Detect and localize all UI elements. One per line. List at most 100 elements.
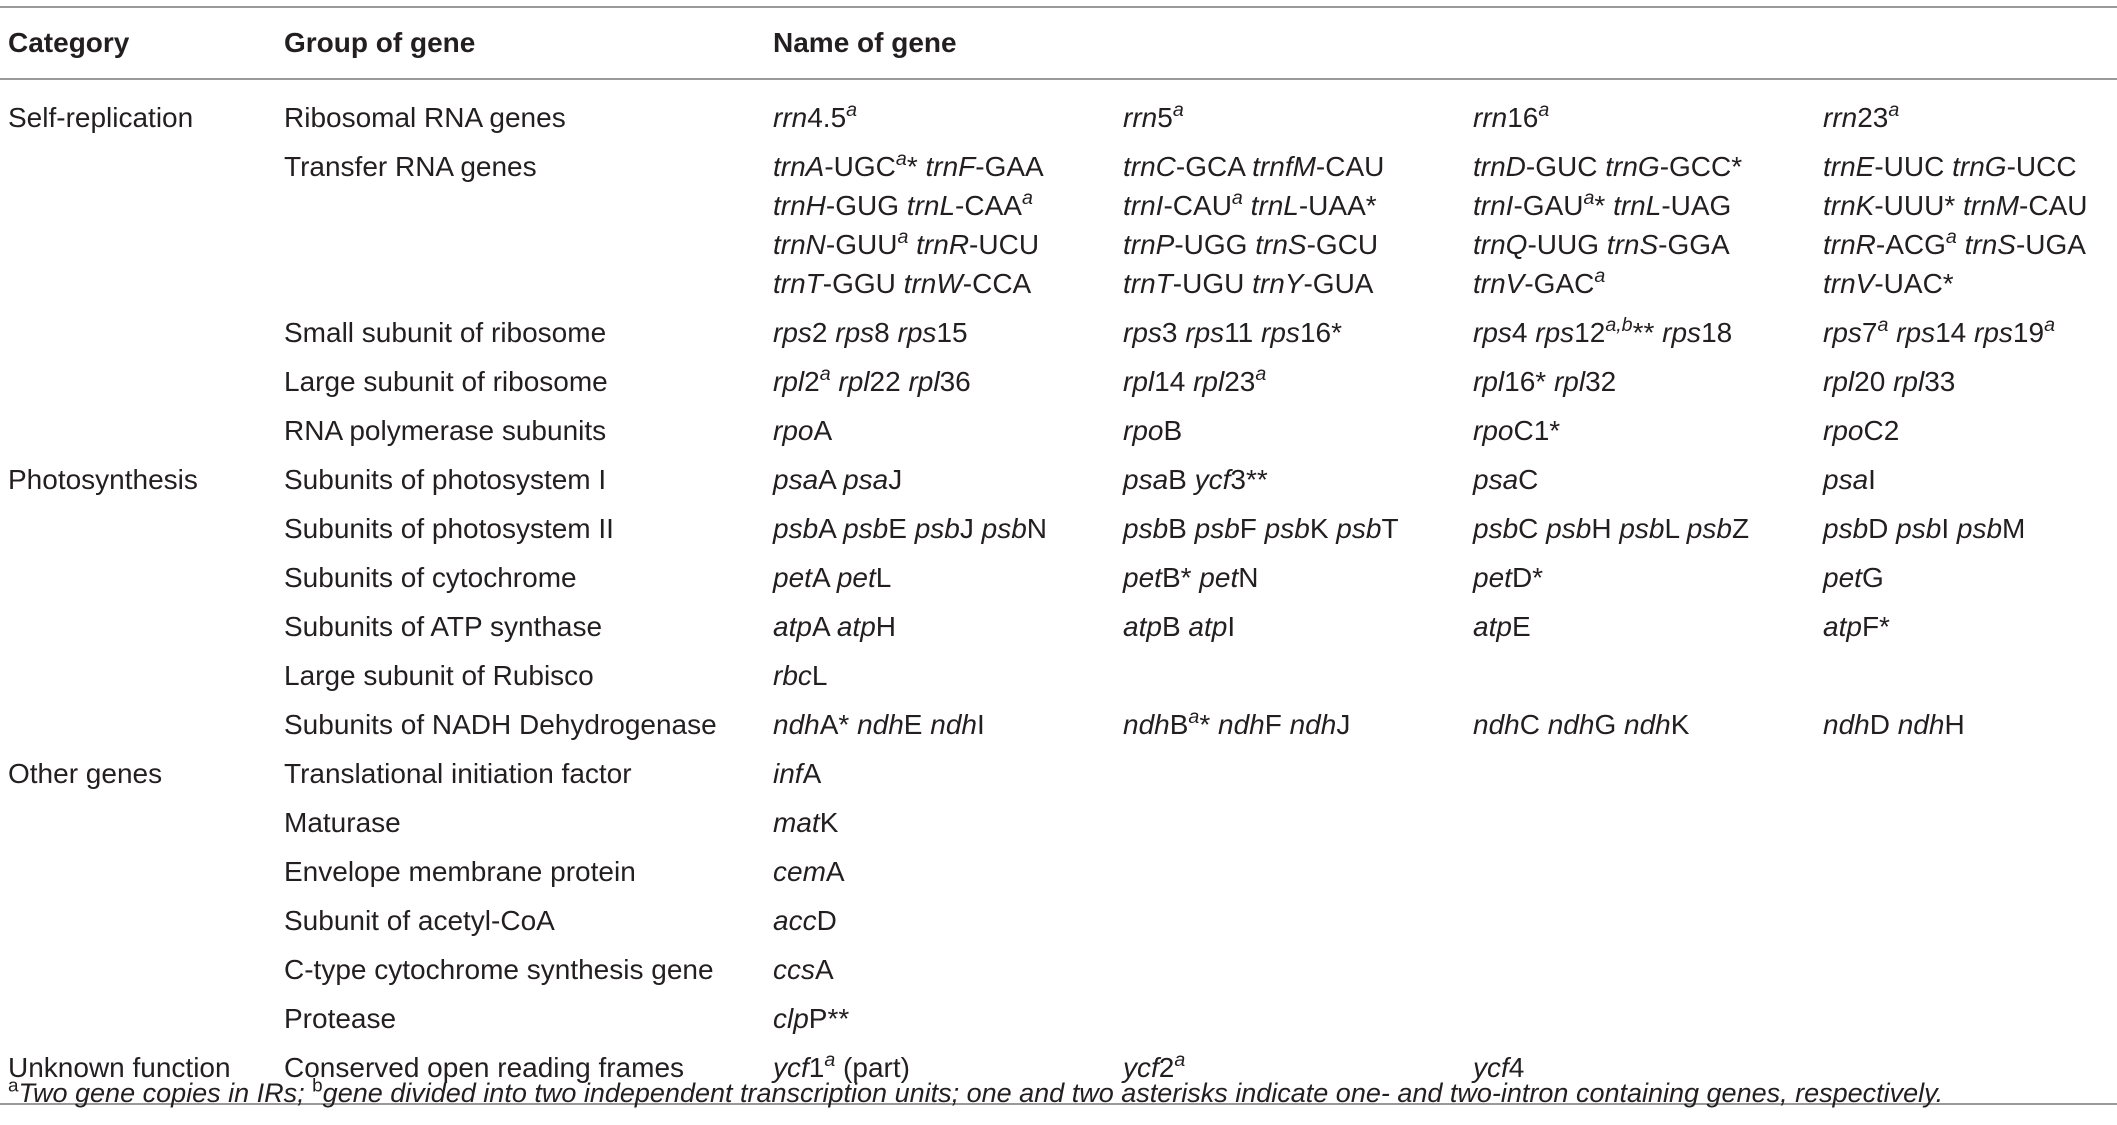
gene-cell: ccsA — [765, 942, 1115, 991]
gene-suffix: -GGA — [1658, 229, 1730, 260]
gene-cell: rrn16a — [1465, 79, 1815, 139]
gene-cell: petD* — [1465, 550, 1815, 599]
gene-suffix: F — [1264, 709, 1290, 740]
gene-prefix: atp — [773, 611, 812, 642]
gene-prefix: rpo — [773, 415, 814, 446]
gene-suffix: 32 — [1585, 366, 1617, 397]
footnote-mark-b: b — [312, 1075, 323, 1097]
gene-suffix: E — [903, 709, 931, 740]
gene-cell: rrn23a — [1815, 79, 2117, 139]
gene-line: trnV-GACa — [1473, 264, 1815, 303]
gene-line: psaA psaJ — [773, 460, 1115, 499]
gene-cell: rpoB — [1115, 403, 1465, 452]
gene-suffix: * — [1594, 190, 1614, 221]
group-cell: Large subunit of Rubisco — [284, 660, 594, 691]
gene-prefix: pet — [836, 562, 876, 593]
gene-suffix: D — [1869, 709, 1898, 740]
gene-suffix: 14 — [1154, 366, 1194, 397]
gene-line: rrn16a — [1473, 98, 1815, 137]
gene-suffix: M — [2002, 513, 2026, 544]
gene-suffix — [908, 229, 916, 260]
gene-prefix: trnQ — [1473, 229, 1528, 260]
group-cell: Transfer RNA genes — [284, 151, 537, 182]
gene-prefix: trnG — [1952, 151, 2007, 182]
gene-prefix: acc — [773, 905, 817, 936]
gene-cell: psaA psaJ — [765, 452, 1115, 501]
gene-superscript: a — [1945, 226, 1957, 249]
category-cell: Self-replication — [8, 102, 194, 133]
gene-line: psaC — [1473, 460, 1815, 499]
gene-suffix — [1888, 317, 1896, 348]
gene-suffix: -UGC — [824, 151, 896, 182]
group-cell: C-type cytochrome synthesis gene — [284, 954, 714, 985]
gene-line: petA petL — [773, 558, 1115, 597]
gene-suffix: 4 — [1511, 317, 1536, 348]
gene-suffix: -UAC* — [1874, 268, 1954, 299]
gene-prefix: rpl — [1823, 366, 1855, 397]
gene-line: atpB atpI — [1123, 607, 1465, 646]
gene-prefix: trnM — [1963, 190, 2020, 221]
gene-cell: petG — [1815, 550, 2117, 599]
gene-suffix: C — [1518, 513, 1547, 544]
gene-superscript: a,b — [1605, 314, 1633, 337]
gene-prefix: trnS — [1606, 229, 1659, 260]
gene-prefix: ndh — [1823, 709, 1870, 740]
gene-line: atpA atpH — [773, 607, 1115, 646]
gene-line: rpoA — [773, 411, 1115, 450]
gene-suffix: K — [819, 807, 839, 838]
gene-prefix: psb — [1194, 513, 1240, 544]
gene-prefix: trnV — [1823, 268, 1875, 299]
gene-superscript: a — [1188, 706, 1200, 729]
gene-suffix: F* — [1861, 611, 1890, 642]
gene-superscript: a — [1174, 1049, 1186, 1072]
gene-cell — [1815, 893, 2117, 942]
gene-prefix: trnL — [1613, 190, 1662, 221]
gene-prefix: atp — [1823, 611, 1862, 642]
category-cell — [0, 942, 276, 991]
gene-prefix: psb — [1546, 513, 1592, 544]
gene-prefix: rpo — [1473, 415, 1514, 446]
gene-prefix: rpl — [1123, 366, 1155, 397]
gene-cell: psaB ycf3** — [1115, 452, 1465, 501]
gene-prefix: clp — [773, 1003, 809, 1034]
gene-suffix — [1957, 229, 1965, 260]
gene-prefix: trnT — [773, 268, 823, 299]
gene-cell: atpE — [1465, 599, 1815, 648]
gene-suffix: 16 — [1507, 102, 1539, 133]
gene-prefix: psa — [1823, 464, 1869, 495]
gene-suffix: 2 — [811, 317, 836, 348]
gene-prefix: pet — [1123, 562, 1162, 593]
gene-suffix: -GAA — [975, 151, 1044, 182]
gene-suffix: -GCA — [1175, 151, 1253, 182]
gene-line: trnQ-UUG trnS-GGA — [1473, 225, 1815, 264]
gene-superscript: a — [1888, 99, 1900, 122]
gene-line: rps2 rps8 rps15 — [773, 313, 1115, 352]
gene-line: rpoC1* — [1473, 411, 1815, 450]
gene-prefix: trnT — [1123, 268, 1173, 299]
gene-prefix: psb — [843, 513, 889, 544]
gene-cell — [1115, 844, 1465, 893]
gene-cell — [1815, 991, 2117, 1040]
gene-prefix: rpl — [1473, 366, 1505, 397]
gene-cell — [1815, 942, 2117, 991]
group-cell: Subunit of acetyl-CoA — [284, 905, 555, 936]
gene-cell: petA petL — [765, 550, 1115, 599]
gene-suffix: P** — [808, 1003, 850, 1034]
gene-cell: ndhD ndhH — [1815, 697, 2117, 746]
gene-suffix: D — [816, 905, 837, 936]
gene-line: infA — [773, 754, 1115, 793]
gene-line: ndhC ndhG ndhK — [1473, 705, 1815, 744]
group-cell: Subunits of photosystem II — [284, 513, 614, 544]
gene-suffix: N — [1238, 562, 1259, 593]
gene-prefix: trnD — [1473, 151, 1526, 182]
gene-prefix: trnI — [1123, 190, 1164, 221]
gene-cell: rpl2a rpl22 rpl36 — [765, 354, 1115, 403]
gene-cell — [1465, 746, 1815, 795]
